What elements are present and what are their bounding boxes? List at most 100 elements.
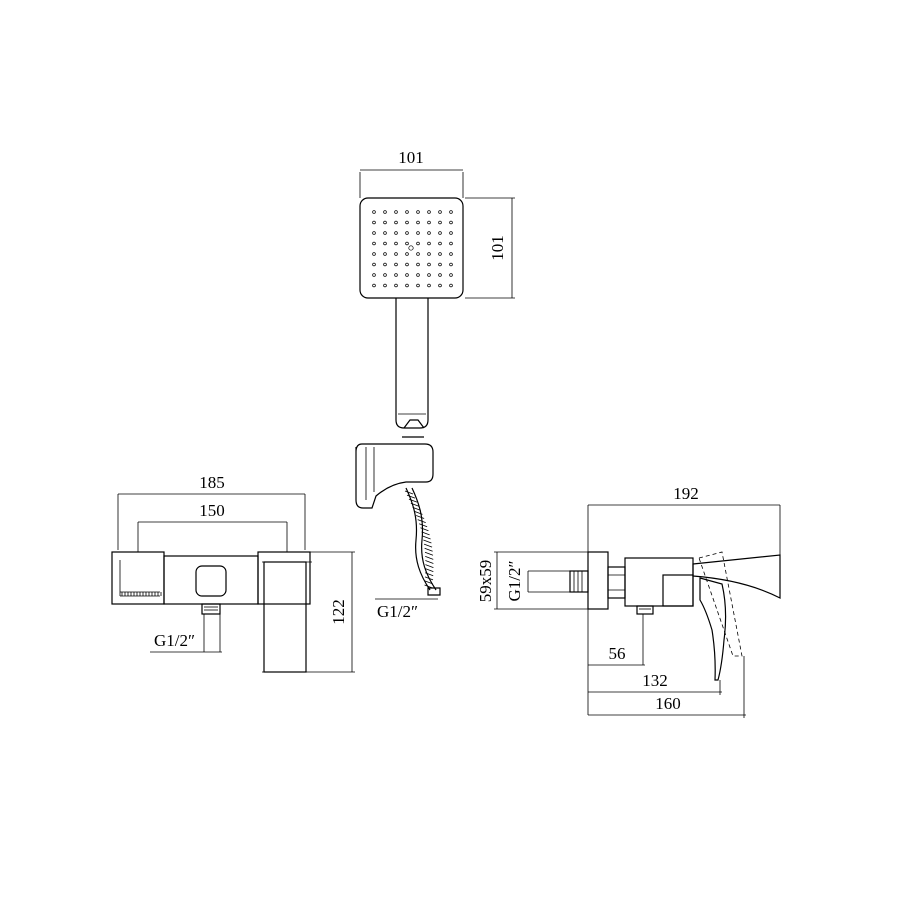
hose-coil [425,560,434,564]
hose-coil [417,519,426,523]
nozzle [383,283,387,288]
nozzle [449,231,453,235]
hose-coil [425,568,434,573]
nozzle [372,273,376,277]
nozzle [449,241,453,246]
nozzle [383,231,387,235]
nozzle [383,252,387,256]
nozzle [372,220,376,225]
nozzle [449,262,453,267]
nozzle [416,241,420,246]
nozzle [394,252,398,256]
shower-hose [405,487,431,591]
nozzle [394,273,398,277]
hose-coil [423,543,433,548]
hose-coil [423,539,432,544]
nozzle [394,262,398,267]
nozzle [449,252,453,256]
side-nut [607,566,626,599]
nozzle [372,262,376,267]
nozzle [438,252,442,256]
nozzle [427,241,431,246]
side-spout-reach-label: 160 [655,694,681,713]
nozzle [405,262,409,267]
hose-coil [425,556,434,560]
nozzle [427,262,431,267]
side-spout [692,554,781,599]
hose-thread-label: G1/2″ [377,602,418,621]
side-overall-length-label: 192 [673,484,699,503]
nozzle [416,252,420,256]
nozzle [438,241,442,246]
hose-coil [424,576,434,581]
side-handle-reach-label: 132 [642,671,668,690]
side-body [624,557,694,607]
nozzle [438,220,442,225]
nozzle [405,231,409,235]
nozzle [449,210,453,214]
nozzle [438,210,442,214]
hose-coil [424,580,433,585]
nozzle [427,220,431,225]
nozzle [416,210,420,214]
nozzle [438,283,442,288]
front-inlet-spacing-label: 150 [199,501,225,520]
nozzle [372,210,376,214]
nozzle [427,252,431,256]
hose-coil [424,547,433,552]
nozzle [438,262,442,267]
hose-coil [425,572,434,577]
hose-coil [416,515,425,519]
nozzle [416,231,420,235]
nozzle [416,283,420,288]
mixer-side-view: 192 59x59 G1/2″ 56 [476,484,781,718]
hose-coil [422,535,431,540]
hose-coil [408,498,418,503]
hose-coil [424,551,434,556]
nozzle [427,283,431,288]
nozzle [394,220,398,225]
side-handle-base [662,574,694,607]
shower-head-width-label: 101 [398,148,424,167]
side-flange [587,551,609,610]
hose-coil [418,523,428,528]
front-height-label: 122 [329,599,348,625]
nozzle [394,210,398,214]
shower-holder [355,443,434,509]
nozzle [394,241,398,246]
nozzle [394,283,398,288]
shower-nozzles [372,210,453,288]
center-nozzle [408,245,414,251]
nozzle [405,210,409,214]
hose-coil [404,490,414,495]
mixer-body [163,555,259,605]
nozzle [394,231,398,235]
side-thread-label: G1/2″ [505,560,524,601]
nozzle [383,273,387,277]
hose-coil [421,531,430,536]
nozzle [449,283,453,288]
shower-head-height-label: 101 [488,235,507,261]
nozzle [416,220,420,225]
mixer-front-view: 185 150 122 G1/2″ [111,473,355,673]
nozzle [416,262,420,267]
front-overall-width-label: 185 [199,473,225,492]
hose-coil [425,564,434,568]
front-thread-label: G1/2″ [154,631,195,650]
nozzle [383,210,387,214]
nozzle [372,283,376,288]
nozzle [372,231,376,235]
nozzle [405,220,409,225]
nozzle [383,241,387,246]
nozzle [427,210,431,214]
side-square-label: 59x59 [476,560,495,603]
nozzle [438,273,442,277]
side-handle-lever [699,577,727,681]
nozzle [449,220,453,225]
spout-open-position [698,551,743,657]
nozzle [416,273,420,277]
nozzle [383,220,387,225]
front-outlet [201,603,221,615]
nozzle [427,273,431,277]
